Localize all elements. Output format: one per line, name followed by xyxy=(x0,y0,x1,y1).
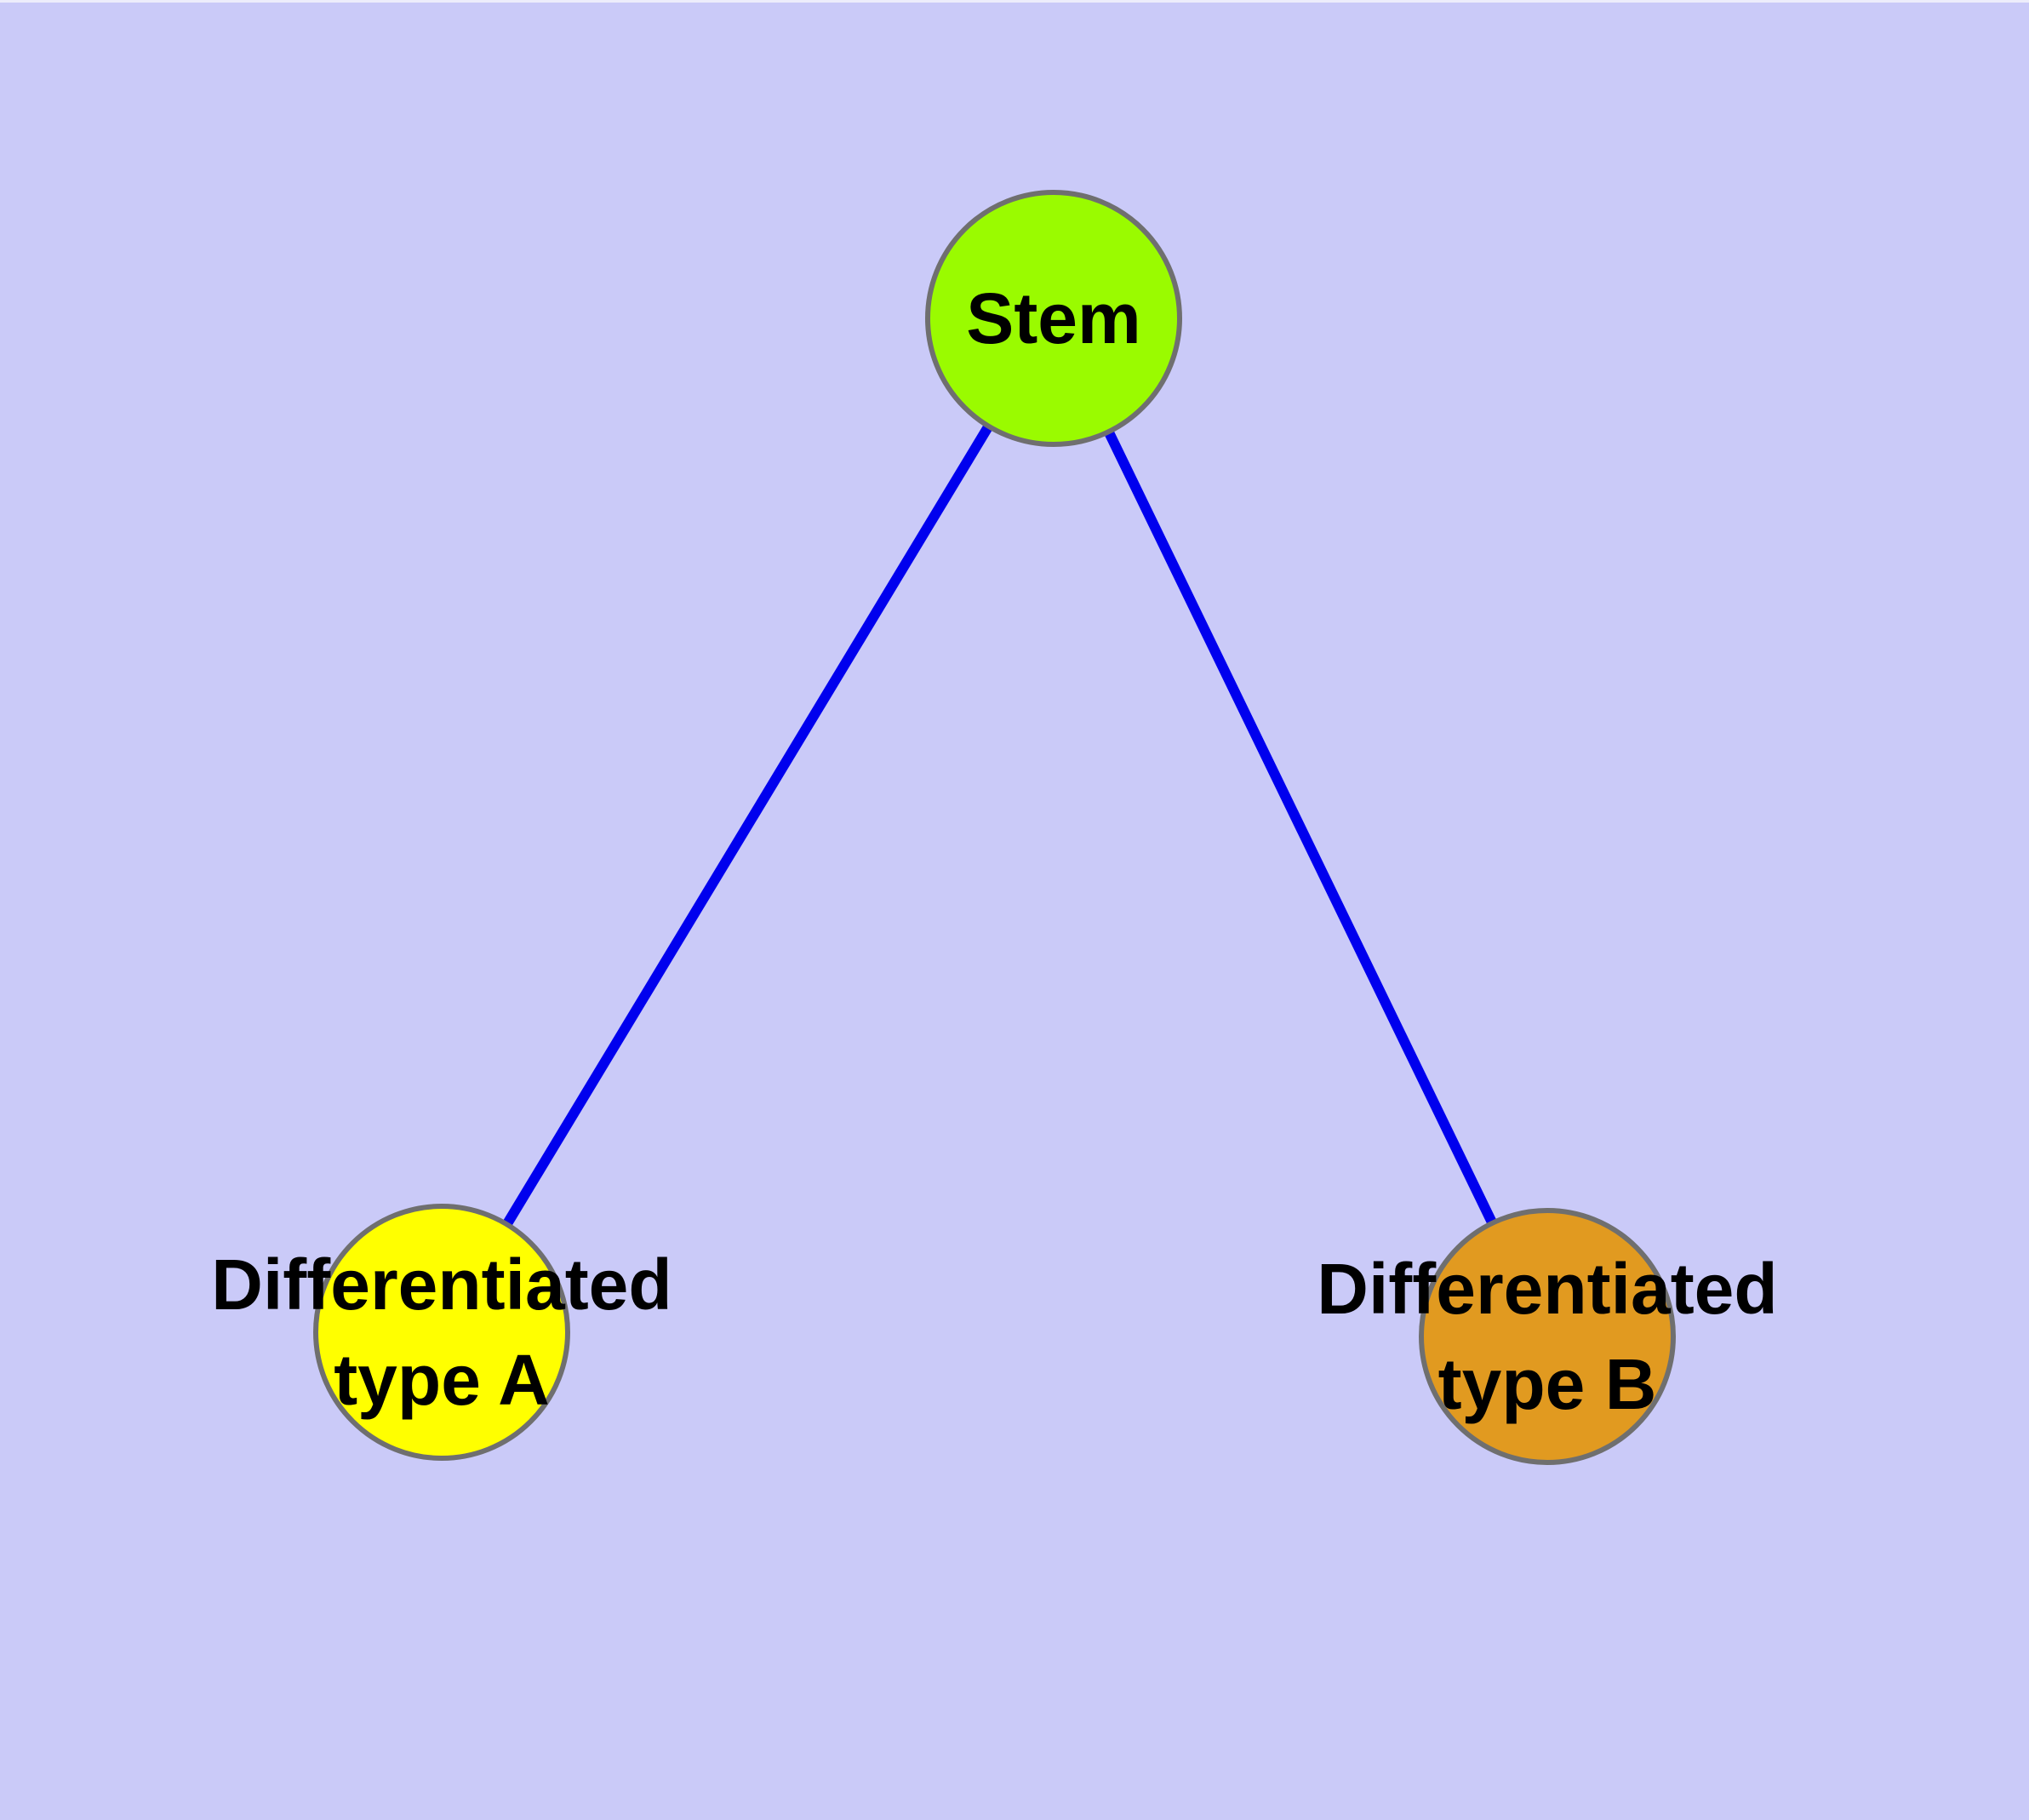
canvas-top-highlight xyxy=(0,0,2029,3)
node-stem[interactable] xyxy=(925,190,1182,447)
node-differentiated-type-b[interactable] xyxy=(1419,1208,1676,1465)
edge-stem-to-b[interactable] xyxy=(1049,316,1552,1339)
edges-layer xyxy=(437,315,1552,1339)
edge-stem-to-a[interactable] xyxy=(437,315,1059,1336)
nodes-layer xyxy=(313,190,1676,1465)
node-differentiated-type-a[interactable] xyxy=(313,1204,570,1461)
